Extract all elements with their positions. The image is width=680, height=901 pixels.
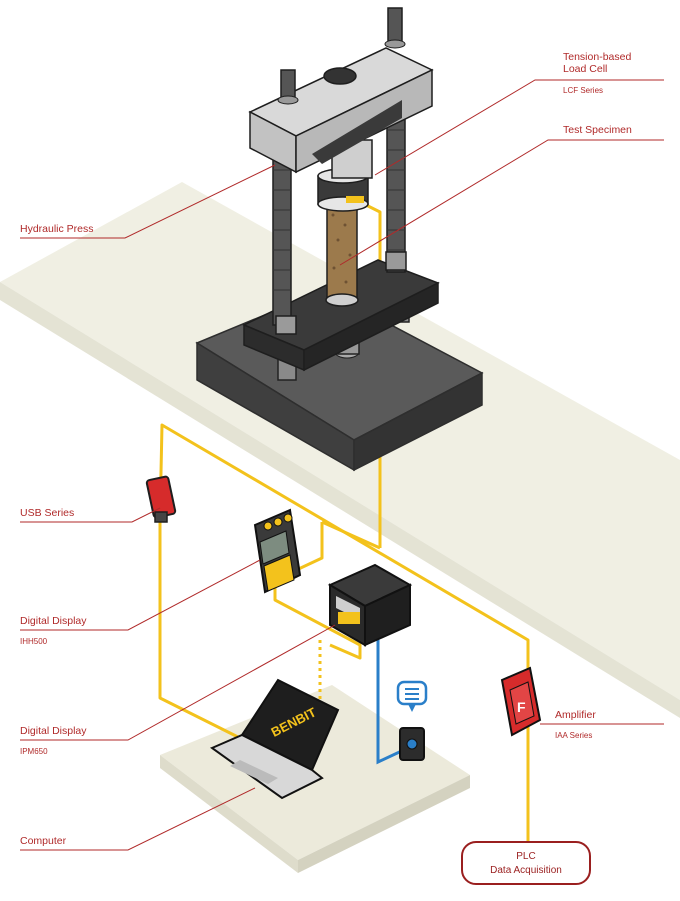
label-digital-display-1-model: IHH500 <box>20 637 48 646</box>
label-amplifier: Amplifier <box>555 709 596 721</box>
label-usb-series: USB Series <box>20 507 74 519</box>
hydraulic-press <box>195 7 484 472</box>
svg-text:F: F <box>517 699 526 715</box>
label-digital-display-2: Digital Display <box>20 725 87 737</box>
label-amplifier-series: IAA Series <box>555 731 592 740</box>
label-hydraulic-press: Hydraulic Press <box>20 223 94 235</box>
leader-lines <box>20 79 664 851</box>
plc-line2: Data Acquisition <box>490 865 562 876</box>
blue-cable <box>376 638 409 765</box>
label-load-cell-series: LCF Series <box>563 86 603 95</box>
label-test-specimen: Test Specimen <box>563 124 632 136</box>
laptop: BENBIT <box>209 678 340 800</box>
label-load-cell-title: Tension-based <box>563 51 631 63</box>
label-load-cell-title2: Load Cell <box>563 63 607 75</box>
plc-line1: PLC <box>516 851 535 862</box>
test-specimen <box>326 199 358 301</box>
labels: Tension-based Load Cell LCF Series Test … <box>20 51 632 847</box>
sensor <box>396 680 428 761</box>
plc-box: PLC Data Acquisition <box>461 841 591 885</box>
handheld-display <box>253 508 302 594</box>
panel-meter <box>327 563 413 647</box>
amplifier: F <box>500 666 542 737</box>
label-digital-display-2-model: IPM650 <box>20 747 48 756</box>
usb-device <box>145 475 177 523</box>
label-digital-display-1: Digital Display <box>20 615 87 627</box>
label-computer: Computer <box>20 835 67 847</box>
